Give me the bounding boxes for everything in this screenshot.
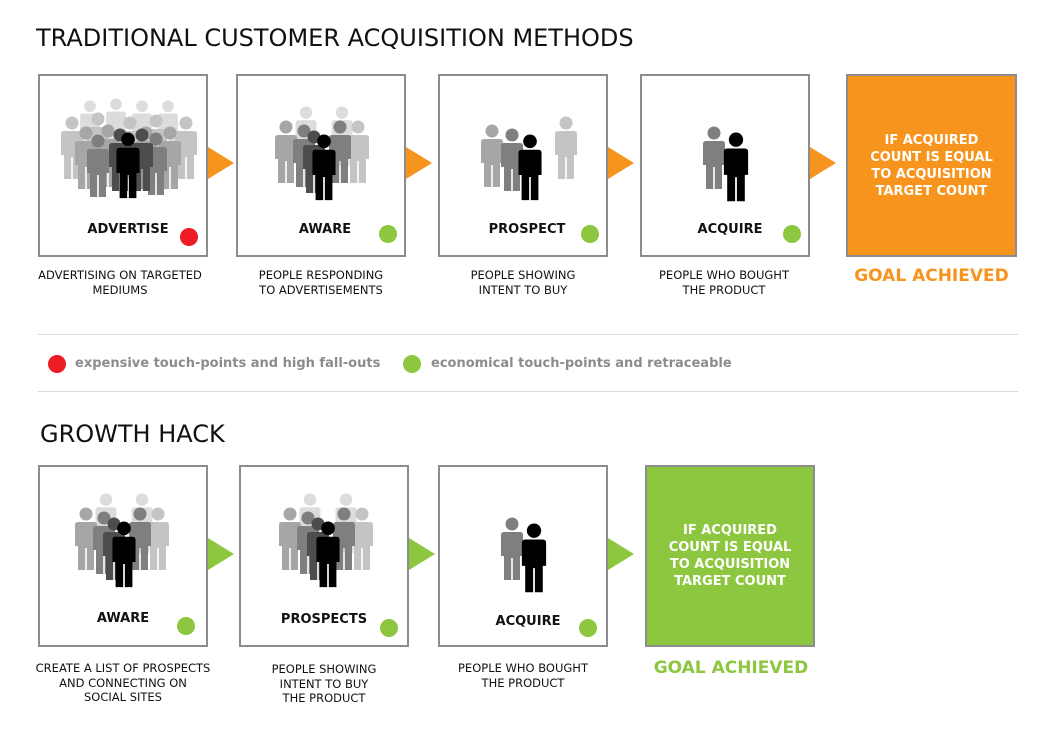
stage-advertise: ADVERTISE [38,74,208,257]
stage-aware: AWARE [236,74,406,257]
stage-aware: AWARE [38,465,208,647]
status-dot-green [581,225,599,243]
status-dot-green [380,619,398,637]
stage-caption: PEOPLE SHOWING INTENT TO BUY [470,268,576,297]
goal-condition-box: IF ACQUIRED COUNT IS EQUAL TO ACQUISITIO… [846,74,1017,257]
stage-label: ACQUIRE [697,222,763,237]
stage-label: PROSPECTS [280,612,368,627]
person-icon [518,134,542,201]
stage-caption: PEOPLE WHO BOUGHT THE PRODUCT [659,268,789,297]
person-icon [75,507,97,570]
crowd-icon [275,106,369,201]
large-crowd-icon [61,98,197,199]
goal-condition-text: IF ACQUIRED COUNT IS EQUAL TO ACQUISITIO… [668,523,792,589]
person-icon [316,521,340,588]
stage-prospect: PROSPECT [438,74,608,257]
status-dot-green [177,617,195,635]
arrow-right-icon [608,538,634,570]
person-icon [112,521,136,588]
divider-top [38,334,1018,335]
person-icon [279,507,301,570]
pair-icon [703,126,749,202]
stage-prospects: PROSPECTS [239,465,409,647]
crowd-icon [75,493,169,588]
goal-condition-text: IF ACQUIRED COUNT IS EQUAL TO ACQUISITIO… [870,132,993,199]
person-icon [481,124,503,187]
traditional-title: TRADITIONAL CUSTOMER ACQUISITION METHODS [36,24,634,52]
legend-dot-red [48,355,66,373]
person-icon [351,507,373,570]
small-group-icon [481,116,577,201]
person-icon [501,128,523,191]
arrow-right-icon [810,147,836,179]
person-icon [147,507,169,570]
person-icon [703,126,725,189]
stage-label: ACQUIRE [495,614,561,629]
goal-condition-box: IF ACQUIRED COUNT IS EQUAL TO ACQUISITIO… [645,465,815,647]
status-dot-red [180,228,198,246]
stage-acquire: ACQUIRE [640,74,810,257]
arrow-right-icon [208,147,234,179]
person-icon [521,523,547,593]
arrow-right-icon [208,538,234,570]
stage-caption: PEOPLE RESPONDING TO ADVERTISEMENTS [258,268,384,297]
person-icon [116,132,140,199]
crowd-icon [279,493,373,588]
stage-caption: PEOPLE SHOWING INTENT TO BUY THE PRODUCT [271,662,377,705]
goal-achieved-label: GOAL ACHIEVED [854,266,1009,286]
stage-caption: PEOPLE WHO BOUGHT THE PRODUCT [458,661,588,690]
stage-label: PROSPECT [488,222,566,237]
status-dot-green [783,225,801,243]
stage-caption: ADVERTISING ON TARGETED MEDIUMS [38,268,202,297]
divider-bottom [38,391,1018,392]
growth-title: GROWTH HACK [40,420,225,448]
arrow-right-icon [406,147,432,179]
person-icon [347,120,369,183]
stage-label: ADVERTISE [87,222,169,237]
stage-caption: CREATE A LIST OF PROSPECTS AND CONNECTIN… [35,661,211,704]
person-icon [723,132,749,202]
person-icon [275,120,297,183]
person-icon [87,134,109,197]
legend-dot-green [403,355,421,373]
stage-label: AWARE [96,611,150,626]
arrow-right-icon [409,538,435,570]
arrow-right-icon [608,147,634,179]
person-icon [555,116,577,179]
person-icon [312,134,336,201]
person-icon [501,517,523,580]
goal-achieved-label: GOAL ACHIEVED [653,658,809,678]
legend-expensive: expensive touch-points and high fall-out… [75,356,381,371]
pair-icon [501,517,547,593]
stage-label: AWARE [298,222,352,237]
status-dot-green [579,619,597,637]
stage-acquire: ACQUIRE [438,465,608,647]
status-dot-green [379,225,397,243]
legend-economical: economical touch-points and retraceable [431,356,732,371]
